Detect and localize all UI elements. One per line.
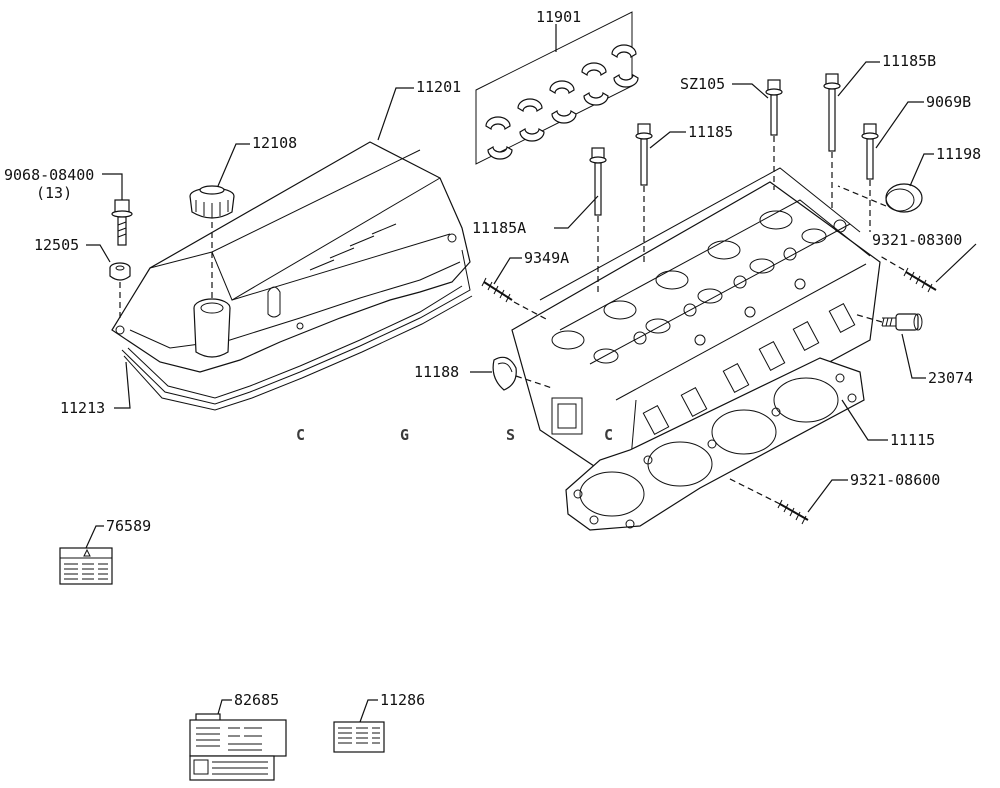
callout-11188[interactable]: 11188 xyxy=(414,363,459,381)
bearing-shell-1 xyxy=(485,116,513,160)
callout-SZ105[interactable]: SZ105 xyxy=(680,75,725,93)
stud-9321-08600[interactable] xyxy=(777,499,809,525)
cover-gasket[interactable] xyxy=(121,249,473,411)
callout-11213[interactable]: 11213 xyxy=(60,399,105,417)
callout-12108[interactable]: 12108 xyxy=(252,134,297,152)
head-gasket[interactable] xyxy=(565,357,865,531)
callout-11201[interactable]: 11201 xyxy=(416,78,461,96)
callout-9068-quantity: (13) xyxy=(36,184,72,202)
bearing-shell-5 xyxy=(611,44,639,88)
callout-23074[interactable]: 23074 xyxy=(928,369,973,387)
callout-9321-08600[interactable]: 9321-08600 xyxy=(850,471,940,489)
half-moon-plug[interactable] xyxy=(492,356,517,391)
label-76589[interactable] xyxy=(59,547,113,585)
callout-11185[interactable]: 11185 xyxy=(688,123,733,141)
callout-9321-08300[interactable]: 9321-08300 xyxy=(872,231,962,249)
camshaft-journals xyxy=(551,210,847,364)
callout-82685[interactable]: 82685 xyxy=(234,691,279,709)
callout-9349A[interactable]: 9349A xyxy=(524,249,569,267)
bearing-shell-2 xyxy=(517,98,545,142)
sensor-23074[interactable] xyxy=(881,313,923,331)
oil-filler-cap[interactable] xyxy=(189,185,235,219)
head-bolt-11185[interactable] xyxy=(635,123,653,186)
bearing-shells[interactable] xyxy=(475,11,639,165)
exhaust-ports xyxy=(642,302,856,436)
callout-9069B[interactable]: 9069B xyxy=(926,93,971,111)
callout-11198[interactable]: 11198 xyxy=(936,145,981,163)
callout-12505[interactable]: 12505 xyxy=(34,236,79,254)
callout-11185B[interactable]: 11185B xyxy=(882,52,936,70)
bearing-shell-3 xyxy=(549,80,577,124)
watermark-letter-4: C xyxy=(604,426,613,444)
stud-9321-08300[interactable] xyxy=(903,267,937,293)
bearing-shell-4 xyxy=(581,62,609,106)
head-bolt-sz105[interactable] xyxy=(765,79,783,136)
cylinder-head-cover[interactable] xyxy=(111,141,471,373)
cover-bolt[interactable] xyxy=(111,199,133,246)
expansion-plug[interactable] xyxy=(885,183,923,213)
stud-9349a[interactable] xyxy=(481,277,513,303)
watermark-letter-2: G xyxy=(400,426,409,444)
head-bolt-11185a[interactable] xyxy=(589,147,607,216)
cover-bolt-seal[interactable] xyxy=(109,262,131,281)
oil-filler-neck xyxy=(193,298,231,358)
head-bolt-11185b[interactable] xyxy=(823,73,841,152)
callout-11286[interactable]: 11286 xyxy=(380,691,425,709)
callout-11901[interactable]: 11901 xyxy=(536,8,581,26)
watermark-logo: C G S C xyxy=(296,426,613,444)
head-bolt-9069b[interactable] xyxy=(861,123,879,180)
label-82685[interactable] xyxy=(189,713,287,781)
callout-76589[interactable]: 76589 xyxy=(106,517,151,535)
callout-9068-08400[interactable]: 9068-08400 xyxy=(4,166,94,184)
callout-11115[interactable]: 11115 xyxy=(890,431,935,449)
watermark-letter-1: C xyxy=(296,426,305,444)
label-11286[interactable] xyxy=(333,721,385,753)
watermark-letter-3: S xyxy=(506,426,515,444)
cylinder-head[interactable] xyxy=(511,167,881,471)
callout-11185A[interactable]: 11185A xyxy=(472,219,526,237)
